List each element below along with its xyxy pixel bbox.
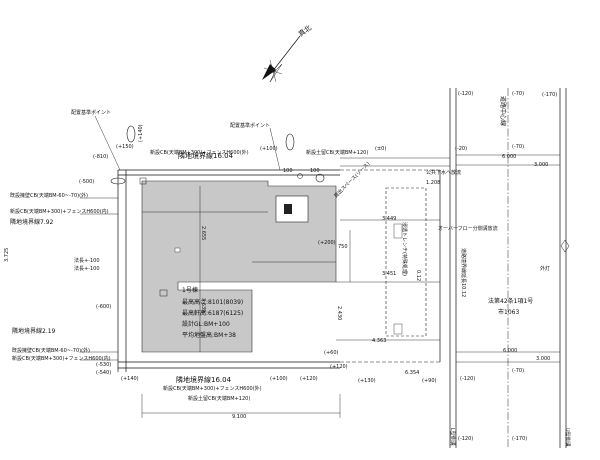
elev-label: (-20) — [455, 146, 467, 152]
outer-label: 外灯 — [540, 265, 550, 272]
center-line-label: 道路中心線 — [499, 96, 507, 126]
building-max-height: 最高高さ:8101(8039) — [182, 298, 243, 306]
site-boundary — [117, 169, 441, 372]
overall-dim-label: 3.725 — [4, 248, 10, 262]
building-design-gl: 設計GL:BM+100 — [182, 320, 230, 328]
dim-label: 100 — [310, 168, 320, 174]
elev-label: (-170) — [512, 436, 527, 442]
dim-label: 2.655 — [200, 226, 206, 240]
trench-label: 浸透トレンチ(特殊処理) — [401, 222, 408, 276]
oval-marker-center — [285, 133, 295, 151]
dim-label: 0.12 — [415, 270, 421, 281]
retain-wall-label: 既設擁壁CB(天端BM-60~-70)(外) — [12, 347, 90, 354]
boundary-top-label: 隣地境界線16.04 — [178, 151, 234, 160]
boundary-left-label: 隣地境界線7.92 — [10, 218, 54, 226]
road-id-label: 市1063 — [498, 308, 519, 316]
elev-label: (+140) — [121, 376, 139, 382]
elev-label: (+120) — [330, 364, 348, 370]
elev-label: (-810) — [93, 154, 108, 160]
dim-label: 3.451 — [382, 271, 396, 277]
gutter-label: L型側溝 — [449, 428, 456, 446]
dim-label: 3.000 — [534, 162, 548, 168]
dim-label: 3.449 — [382, 216, 396, 222]
road-lines — [340, 88, 567, 448]
oval-marker-left — [126, 125, 136, 143]
drain-icon — [297, 173, 303, 179]
elev-label: (-120) — [458, 436, 473, 442]
cb-bottom-label: 新設CB(天端BM+300)+フェンスH600(外) — [163, 385, 262, 392]
elev-label: (-530) — [96, 362, 111, 368]
elev-label: (-70) — [512, 368, 524, 374]
setback-label: 法長+-100 — [74, 265, 100, 272]
gutter-label: U型側溝 — [564, 428, 571, 447]
dim-label: 6.000 — [503, 348, 517, 354]
dim-label: 3.639 — [200, 298, 206, 312]
cb-bottom-2-label: 新設土留CB(天端BM+120) — [188, 395, 250, 402]
manhole-icon — [315, 173, 325, 183]
elev-label: (+100) — [270, 376, 288, 382]
ref-point-center-label: 配置基準ポイント — [230, 122, 270, 129]
elev-label: (-600) — [96, 304, 111, 310]
dim-label: 4.363 — [372, 338, 386, 344]
boundary-bottom-label: 隣地境界線16.04 — [176, 375, 232, 384]
elev-label: (-170) — [542, 92, 557, 98]
elev-label: (+200) — [318, 240, 336, 246]
streetlight-icon — [560, 239, 570, 253]
building-avg-ground: 平均地盤高:BM+38 — [182, 331, 236, 339]
dim-label: 3.000 — [536, 356, 550, 362]
boundary-219-label: 隣地境界線2.19 — [12, 327, 56, 335]
dim-label: 750 — [338, 244, 348, 250]
sewer-label: 公共下水へ放流 — [426, 169, 461, 176]
elev-label: (+90) — [422, 378, 437, 384]
north-arrow-icon — [262, 35, 301, 83]
oval-marker-side — [110, 177, 126, 185]
ref-point-left-label: 配置基準ポイント — [71, 109, 111, 116]
dim-label: 100 — [283, 168, 293, 174]
elev-label: (-540) — [96, 370, 111, 376]
dim-label: 2.430 — [336, 306, 342, 320]
dim-label: 6.000 — [502, 154, 516, 160]
elev-label: (-120) — [458, 91, 473, 97]
dim-label: 1.208 — [426, 180, 440, 186]
elev-label: (+100) — [260, 146, 278, 152]
north-label: 真北 — [296, 23, 313, 38]
retain-wall-label: 既設擁壁CB(天端BM-60~-70)(外) — [10, 192, 88, 199]
elev-label: (-500) — [79, 179, 94, 185]
infiltration-trench — [336, 187, 440, 341]
elev-label: (-120) — [460, 376, 475, 382]
dim-label: 6.354 — [405, 370, 419, 376]
road-law-label: 法第42条1項1号 — [488, 297, 533, 305]
elev-label: (+60) — [324, 350, 339, 356]
parking-note-label: 貸出スペース(リース) — [332, 160, 371, 199]
bottom-dimension — [141, 394, 341, 418]
cb-top-left-label: 新設CB(天端BM+300)+フェンスH600(外) — [150, 149, 249, 156]
overflow-label: オーバーフロー分側溝放流 — [438, 225, 498, 232]
setback-label: 法長+-100 — [74, 257, 100, 264]
elev-label: (+150) — [116, 144, 134, 150]
elev-label: (+120) — [300, 376, 318, 382]
leader-lines — [80, 115, 281, 361]
building-footprint — [139, 177, 337, 353]
elev-label: (-70) — [512, 144, 524, 150]
new-cb-left-label: 新設CB(天端BM+300)+フェンスH600(内) — [10, 208, 109, 215]
elev-label: (+140) — [138, 124, 144, 142]
cb-top-right-label: 新設土留CB(天端BM+120) — [306, 149, 368, 156]
elev-label: (+130) — [358, 378, 376, 384]
building-name: 1号棟 — [182, 286, 198, 294]
new-cb-left-label: 新設CB(天端BM+300)+フェンスH600(内) — [12, 355, 111, 362]
dim-label: 9.100 — [232, 414, 246, 420]
elev-label: (±0) — [375, 146, 386, 152]
elev-label: (-70) — [512, 91, 524, 97]
building-max-eave: 最高軒高:6187(6125) — [182, 309, 243, 317]
road-boundary-label: 道路境界線延長10.12 — [460, 248, 467, 297]
